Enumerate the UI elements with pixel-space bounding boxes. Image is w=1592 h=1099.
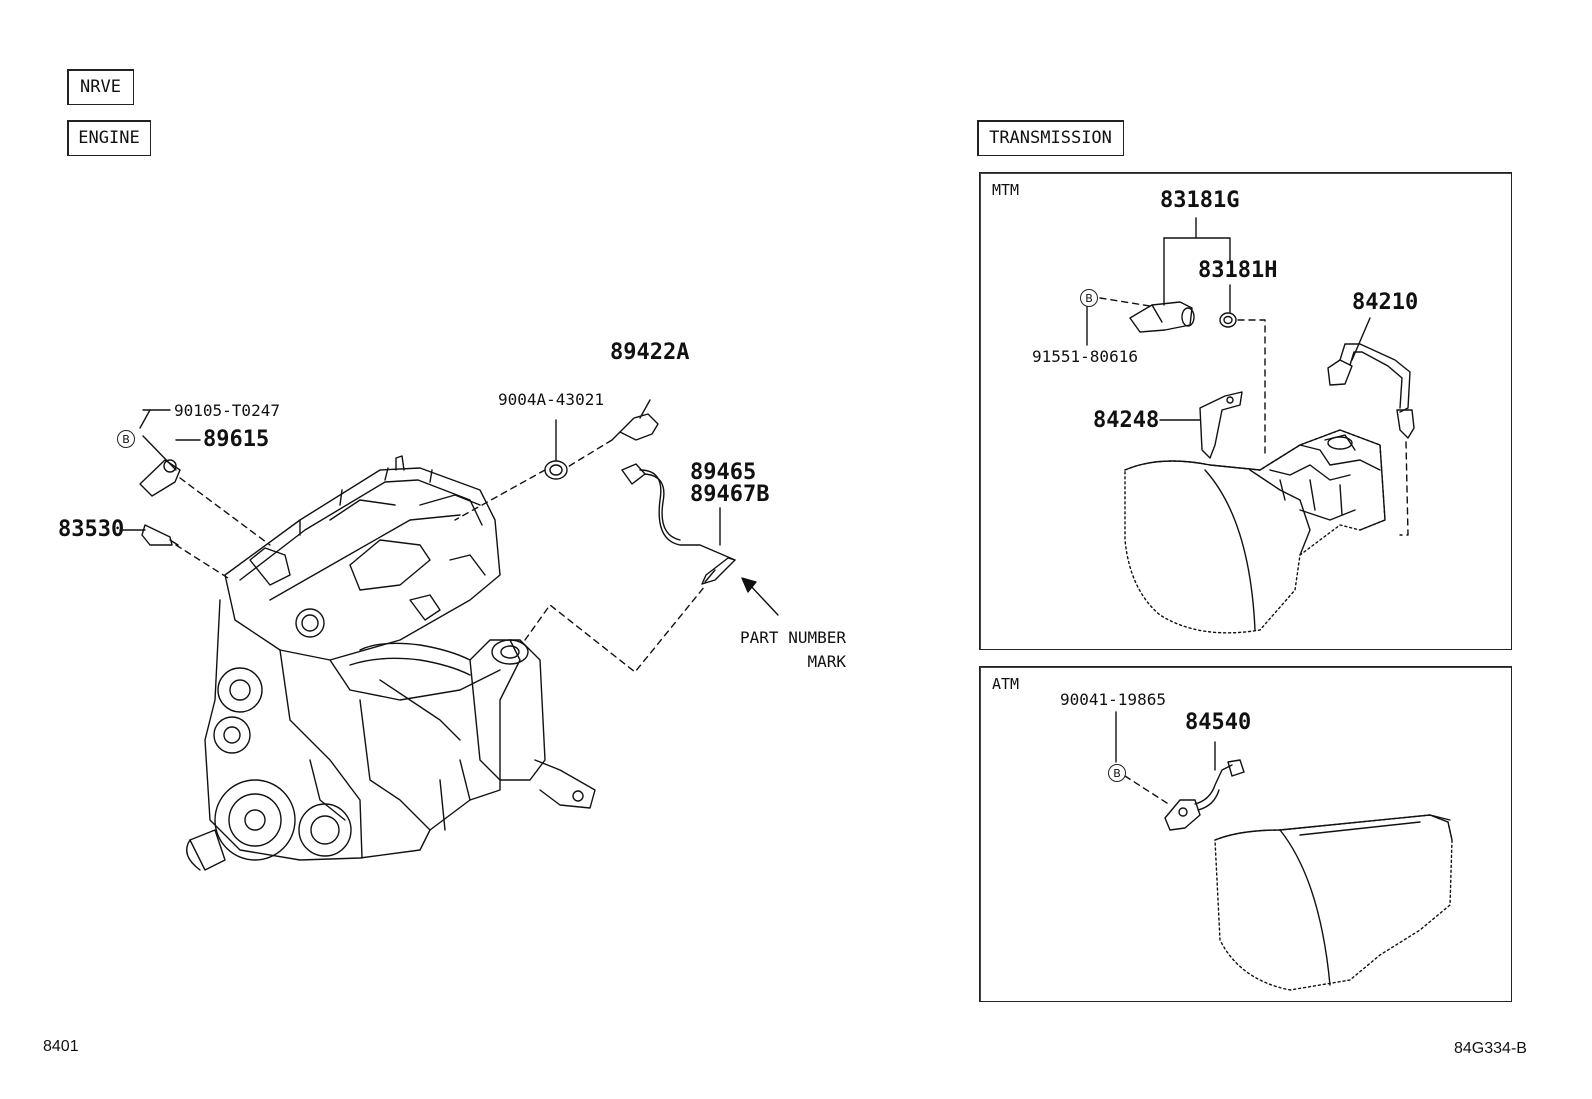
part-label-84248[interactable]: 84248	[1093, 408, 1160, 433]
speedometer-cable-84210	[1327, 343, 1415, 439]
o-ring-83181h	[1219, 312, 1237, 328]
oil-pressure-switch-83530	[141, 524, 179, 546]
part-number-mark-line1: PART NUMBER	[740, 628, 846, 647]
page-code-left: 8401	[43, 1038, 79, 1055]
part-label-84540[interactable]: 84540	[1185, 710, 1252, 735]
atm-panel-title: ATM	[992, 675, 1020, 693]
part-label-83181H[interactable]: 83181H	[1198, 258, 1278, 283]
mtm-panel-title: MTM	[992, 181, 1020, 199]
atm-panel: ATM	[979, 666, 1512, 1002]
part-label-90105-T0247[interactable]: 90105-T0247	[174, 401, 280, 420]
part-label-89465[interactable]: 89465	[690, 460, 757, 485]
part-label-89467B[interactable]: 89467B	[690, 482, 770, 507]
speed-sensor-83181g	[1129, 301, 1195, 333]
oxygen-sensor-89465	[621, 463, 736, 585]
engine-tag: ENGINE	[67, 120, 151, 156]
oil-seal-9004a	[544, 460, 568, 480]
temp-sensor-89422a	[611, 413, 659, 441]
manual-transmission-illustration	[1124, 429, 1386, 634]
bolt-marker-atm: B	[1108, 764, 1126, 782]
sensor-84540	[1164, 759, 1245, 831]
bolt-marker-engine: B	[117, 430, 135, 448]
part-label-83530[interactable]: 83530	[58, 517, 125, 542]
part-number-mark-line2: MARK	[807, 652, 846, 671]
nrve-tag: NRVE	[67, 69, 134, 105]
knock-sensor-89615	[139, 459, 181, 497]
bracket-84248	[1199, 391, 1243, 459]
part-label-84210[interactable]: 84210	[1352, 290, 1419, 315]
figure-code-right: 84G334-B	[1454, 1040, 1527, 1057]
transmission-tag: TRANSMISSION	[977, 120, 1124, 156]
part-label-89615[interactable]: 89615	[203, 427, 270, 452]
mtm-panel: MTM	[979, 172, 1512, 650]
part-number-mark-note: PART NUMBER MARK	[736, 626, 846, 674]
automatic-transmission-illustration	[1214, 814, 1453, 991]
part-label-91551-80616[interactable]: 91551-80616	[1032, 347, 1138, 366]
part-label-90041-19865[interactable]: 90041-19865	[1060, 690, 1166, 709]
bolt-marker-mtm: B	[1080, 289, 1098, 307]
engine-illustration	[186, 455, 596, 871]
part-label-89422A[interactable]: 89422A	[610, 340, 690, 365]
part-label-9004A-43021[interactable]: 9004A-43021	[498, 390, 604, 409]
part-label-83181G[interactable]: 83181G	[1160, 188, 1240, 213]
